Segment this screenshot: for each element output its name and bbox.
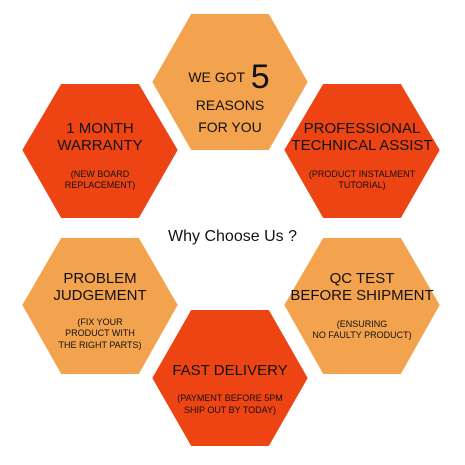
problem-sub-line3: THE RIGHT PARTS)	[58, 339, 142, 350]
warranty-title-line2: WARRANTY	[57, 137, 143, 155]
reason-count: 5	[250, 58, 270, 96]
qc-sub-line1: (ENSURING	[336, 318, 388, 329]
qc-title-line1: QC TEST	[329, 270, 395, 287]
qc-sub-line2: NO FAULTY PRODUCT)	[312, 330, 412, 341]
technical-sub-line1: (PRODUCT INSTALMENT	[308, 168, 416, 179]
top-prefix: WE GOT	[188, 69, 245, 85]
warranty-sub: (NEW BOARD REPLACEMENT)	[25, 169, 175, 192]
hex-top	[148, 10, 312, 154]
technical-sub: (PRODUCT INSTALMENT TUTORIAL)	[287, 169, 437, 192]
problem-title-line2: JUDGEMENT	[53, 287, 147, 305]
hex-problem	[18, 234, 182, 378]
problem-title-line1: PROBLEM	[63, 270, 137, 287]
warranty-sub-line1: (NEW BOARD	[70, 168, 130, 179]
hex-technical	[280, 80, 444, 222]
top-hex-line1: WE GOT 5 REASONS	[188, 58, 271, 114]
technical-title-line1: PROFESSIONAL	[303, 120, 421, 137]
warranty-sub-line2: REPLACEMENT)	[64, 180, 136, 191]
center-heading: Why Choose Us ?	[168, 228, 297, 245]
problem-sub-line2: PRODUCT WITH	[65, 328, 135, 339]
delivery-sub-line2: SHIP OUT BY TODAY)	[183, 404, 277, 415]
warranty-hex-text: 1 MONTH WARRANTY (NEW BOARD REPLACEMENT)	[25, 120, 175, 192]
problem-sub: (FIX YOUR PRODUCT WITH THE RIGHT PARTS)	[25, 317, 175, 352]
warranty-title-line1: 1 MONTH	[66, 120, 134, 137]
delivery-title: FAST DELIVERY	[172, 362, 288, 379]
delivery-sub: (PAYMENT BEFORE 5PM SHIP OUT BY TODAY)	[155, 393, 305, 416]
hex-warranty	[18, 80, 182, 222]
technical-hex-text: PROFESSIONAL TECHNICAL ASSIST (PRODUCT I…	[287, 120, 437, 192]
technical-title-line2: TECHNICAL ASSIST	[291, 137, 433, 155]
qc-hex-text: QC TEST BEFORE SHIPMENT (ENSURING NO FAU…	[287, 270, 437, 342]
problem-hex-text: PROBLEM JUDGEMENT (FIX YOUR PRODUCT WITH…	[25, 270, 175, 352]
top-hex-line2: FOR YOU	[198, 119, 262, 136]
delivery-hex-text: FAST DELIVERY (PAYMENT BEFORE 5PM SHIP O…	[155, 362, 305, 417]
technical-sub-line2: TUTORIAL)	[338, 180, 386, 191]
top-hex-text: WE GOT 5 REASONS FOR YOU	[155, 58, 305, 136]
hex-qc	[280, 234, 444, 378]
hex-delivery	[148, 306, 312, 450]
problem-sub-line1: (FIX YOUR	[77, 316, 123, 327]
delivery-sub-line1: (PAYMENT BEFORE 5PM	[177, 393, 283, 404]
top-suffix: REASONS	[195, 97, 265, 114]
qc-title-line2: BEFORE SHIPMENT	[290, 287, 434, 305]
qc-sub: (ENSURING NO FAULTY PRODUCT)	[287, 319, 437, 342]
